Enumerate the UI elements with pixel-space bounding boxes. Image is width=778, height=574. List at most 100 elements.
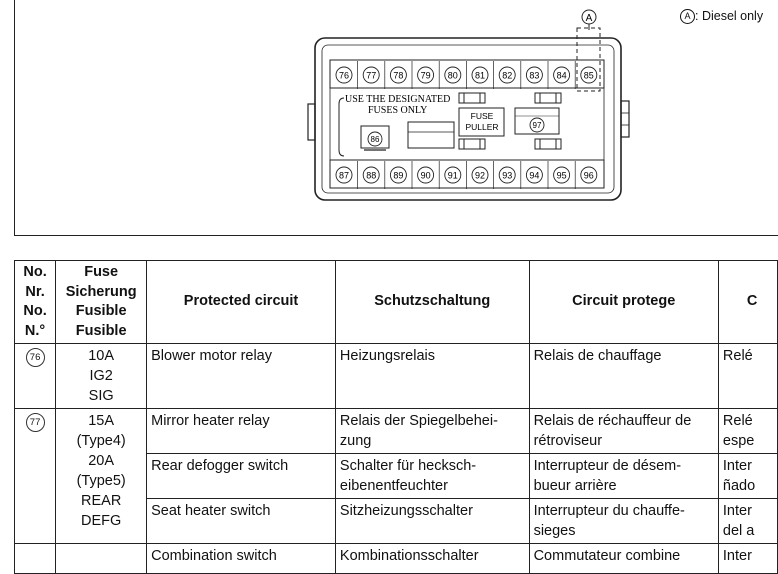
fuse-84-label: 84: [557, 71, 567, 81]
circuit-fr: Relais de réchauffeur de rétroviseur: [528, 408, 719, 454]
fuse-rating-line: REAR: [81, 493, 122, 509]
fuse-76-label: 76: [339, 71, 349, 81]
fuse-82-circle: [498, 66, 516, 84]
header-no-line: Nr.: [25, 283, 45, 300]
fuse-83-circle: [525, 66, 543, 84]
fuse-87-circle: [335, 166, 353, 184]
fuse-puller-text-1: FUSE: [471, 111, 494, 121]
fuse-90-circle: [417, 166, 435, 184]
designated-fuses-text-2: FUSES ONLY: [368, 105, 427, 116]
circuit-en: Seat heater switch: [146, 498, 336, 544]
circuit-en: Combination switch: [146, 543, 336, 574]
fuse-number-cell: 76: [13, 343, 57, 409]
header-fuse-line: Fuse: [84, 264, 119, 280]
fuse-78-circle: [389, 66, 407, 84]
fuse-number-cell: [13, 543, 57, 574]
fuse-rating-cell: [55, 543, 148, 574]
fuse-rating-line: SIG: [88, 388, 114, 404]
circuit-col6-text: Inter del a: [722, 503, 755, 539]
fuse-table: No. Nr. No. N.° Fuse Sicherung Fusible F…: [13, 260, 778, 574]
circuit-fr: Commutateur combine: [528, 543, 719, 574]
fuse-97-label: 97: [533, 121, 542, 130]
fuse-96-label: 96: [584, 171, 594, 181]
table-row: Combination switch Kombinationsschalter …: [13, 543, 778, 574]
fuse-rating-cell: 15A (Type4) 20A (Type5) REAR DEFG: [55, 408, 148, 544]
header-col6: C: [717, 260, 778, 344]
spare-fuse-slot: [458, 92, 486, 104]
header-no-line: No.: [23, 303, 47, 319]
table-header-row: No. Nr. No. N.° Fuse Sicherung Fusible F…: [13, 260, 778, 344]
fuse-76-circle: [335, 66, 353, 84]
fuse-82-label: 82: [502, 71, 512, 81]
header-protected-circuit: Protected circuit: [146, 260, 336, 344]
fuse-number-cell: 77: [13, 408, 57, 544]
table-row: 76 10A IG2 SIG Blower motor relay Heizun…: [13, 343, 778, 409]
fuse-79-circle: [417, 66, 435, 84]
fuse-78-label: 78: [393, 71, 403, 81]
circuit-de: Heizungsrelais: [334, 343, 530, 409]
circuit-en: Blower motor relay: [146, 343, 336, 409]
fuse-79-label: 79: [421, 71, 431, 81]
fuse-86-label: 86: [371, 135, 380, 144]
header-fuse-line: Fusible: [75, 322, 127, 339]
diesel-note-text: : Diesel only: [695, 9, 764, 23]
header-no: No. Nr. No. N.°: [13, 260, 57, 344]
fuse-93-circle: [498, 166, 516, 184]
fuse-rating-cell: 10A IG2 SIG: [55, 343, 148, 409]
fuse-95-label: 95: [557, 171, 567, 181]
fuse-95-circle: [553, 166, 571, 184]
diesel-note: A: Diesel only: [680, 9, 764, 25]
circuit-de: Schalter für hecksch-eibenentfeuchter: [334, 453, 530, 499]
circuit-fr: Interrupteur de désem-bueur arrière: [528, 453, 719, 499]
fuse-84-circle: [553, 66, 571, 84]
fuse-rating-line: (Type4): [76, 433, 126, 449]
fuse-97-circle: [529, 117, 545, 133]
fuse-92-circle: [471, 166, 489, 184]
circuit-col6-text: Inter ñado: [722, 458, 756, 494]
header-no-line: N.°: [24, 322, 46, 339]
fuse-88-circle: [362, 166, 380, 184]
marker-a-label: A: [586, 13, 593, 24]
relay-block: [407, 121, 455, 149]
fuse-rating-line: 15A: [88, 413, 115, 429]
fuse-rating-line: 10A: [88, 348, 115, 364]
header-fuse-line: Fusible: [75, 303, 127, 319]
fuse-93-label: 93: [502, 171, 512, 181]
circuit-fr: Interrupteur du chauffe-sieges: [528, 498, 719, 544]
fuse-88-label: 88: [366, 171, 376, 181]
header-schutzschaltung: Schutzschaltung: [334, 260, 530, 344]
fuse-81-circle: [471, 66, 489, 84]
circuit-col6: Relé espe: [717, 408, 778, 454]
table-row: Rear defogger switch Schalter für hecksc…: [15, 453, 778, 499]
header-fuse: Fuse Sicherung Fusible Fusible: [55, 260, 148, 344]
fuse-77-label: 77: [366, 71, 376, 81]
fuse-number-badge: 77: [25, 413, 45, 432]
fuse-94-label: 94: [529, 171, 539, 181]
fuse-86-slot: [360, 125, 390, 149]
fuse-rating-line: IG2: [89, 368, 113, 384]
fuse-85-circle: [580, 66, 598, 84]
left-tab: [307, 103, 316, 141]
header-fuse-line: Sicherung: [65, 283, 137, 300]
spare-fuse-slot: [458, 138, 486, 150]
fuse-rating-line: DEFG: [81, 513, 122, 529]
fuse-box-panel: [14, 0, 778, 236]
circuit-col6: Inter del a: [717, 498, 778, 544]
fuse-91-label: 91: [448, 171, 458, 181]
table-row: 77 15A (Type4) 20A (Type5) REAR DEFG Mir…: [13, 408, 778, 544]
circuit-col6-text: Relé espe: [722, 413, 755, 449]
fuse-97-slot: [514, 107, 560, 135]
fuse-89-circle: [389, 166, 407, 184]
circuit-de: Kombinationsschalter: [334, 543, 530, 574]
header-no-line: No.: [23, 264, 47, 280]
fuse-rating-line: 20A: [88, 453, 115, 469]
fuse-77-circle: [362, 66, 380, 84]
circuit-de: Sitzheizungsschalter: [334, 498, 530, 544]
spare-fuse-slot: [534, 138, 562, 150]
fuse-91-circle: [444, 166, 462, 184]
circuit-fr: Relais de chauffage: [528, 343, 719, 409]
marker-a-symbol: A: [680, 9, 695, 25]
spare-fuse-slot: [534, 92, 562, 104]
